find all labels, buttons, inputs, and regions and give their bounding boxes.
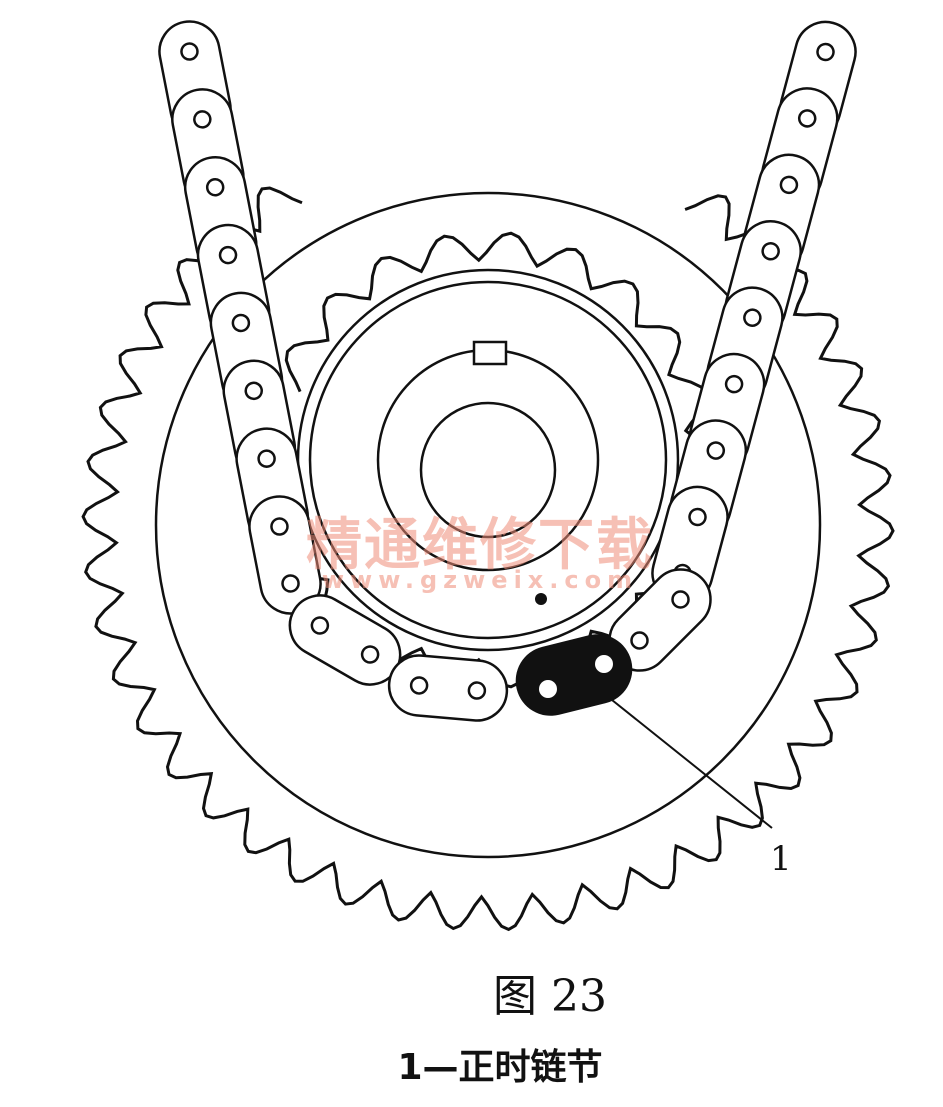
callout-label-1: 1 [770, 839, 792, 879]
timing-chain-link-highlighted [515, 634, 633, 716]
callout-leader-line [611, 699, 773, 829]
timing-mark-dot [535, 593, 547, 605]
figure-title: 图 23 [493, 971, 607, 1022]
crankshaft-sprocket-ring-outer [296, 268, 680, 652]
camshaft-sprocket-teeth [81, 186, 895, 932]
timing-chain [158, 20, 857, 722]
crankshaft-sprocket-ring-mid [308, 280, 668, 640]
figure-caption: 1—正时链节 [397, 1047, 603, 1088]
keyway [472, 340, 508, 366]
timing-chain-diagram: 1 [81, 20, 895, 932]
camshaft-sprocket-inner-rim [154, 191, 822, 859]
shaft-bore [419, 401, 557, 539]
chain-link [248, 495, 322, 615]
chain-link [387, 654, 509, 722]
chain-link [288, 594, 402, 686]
